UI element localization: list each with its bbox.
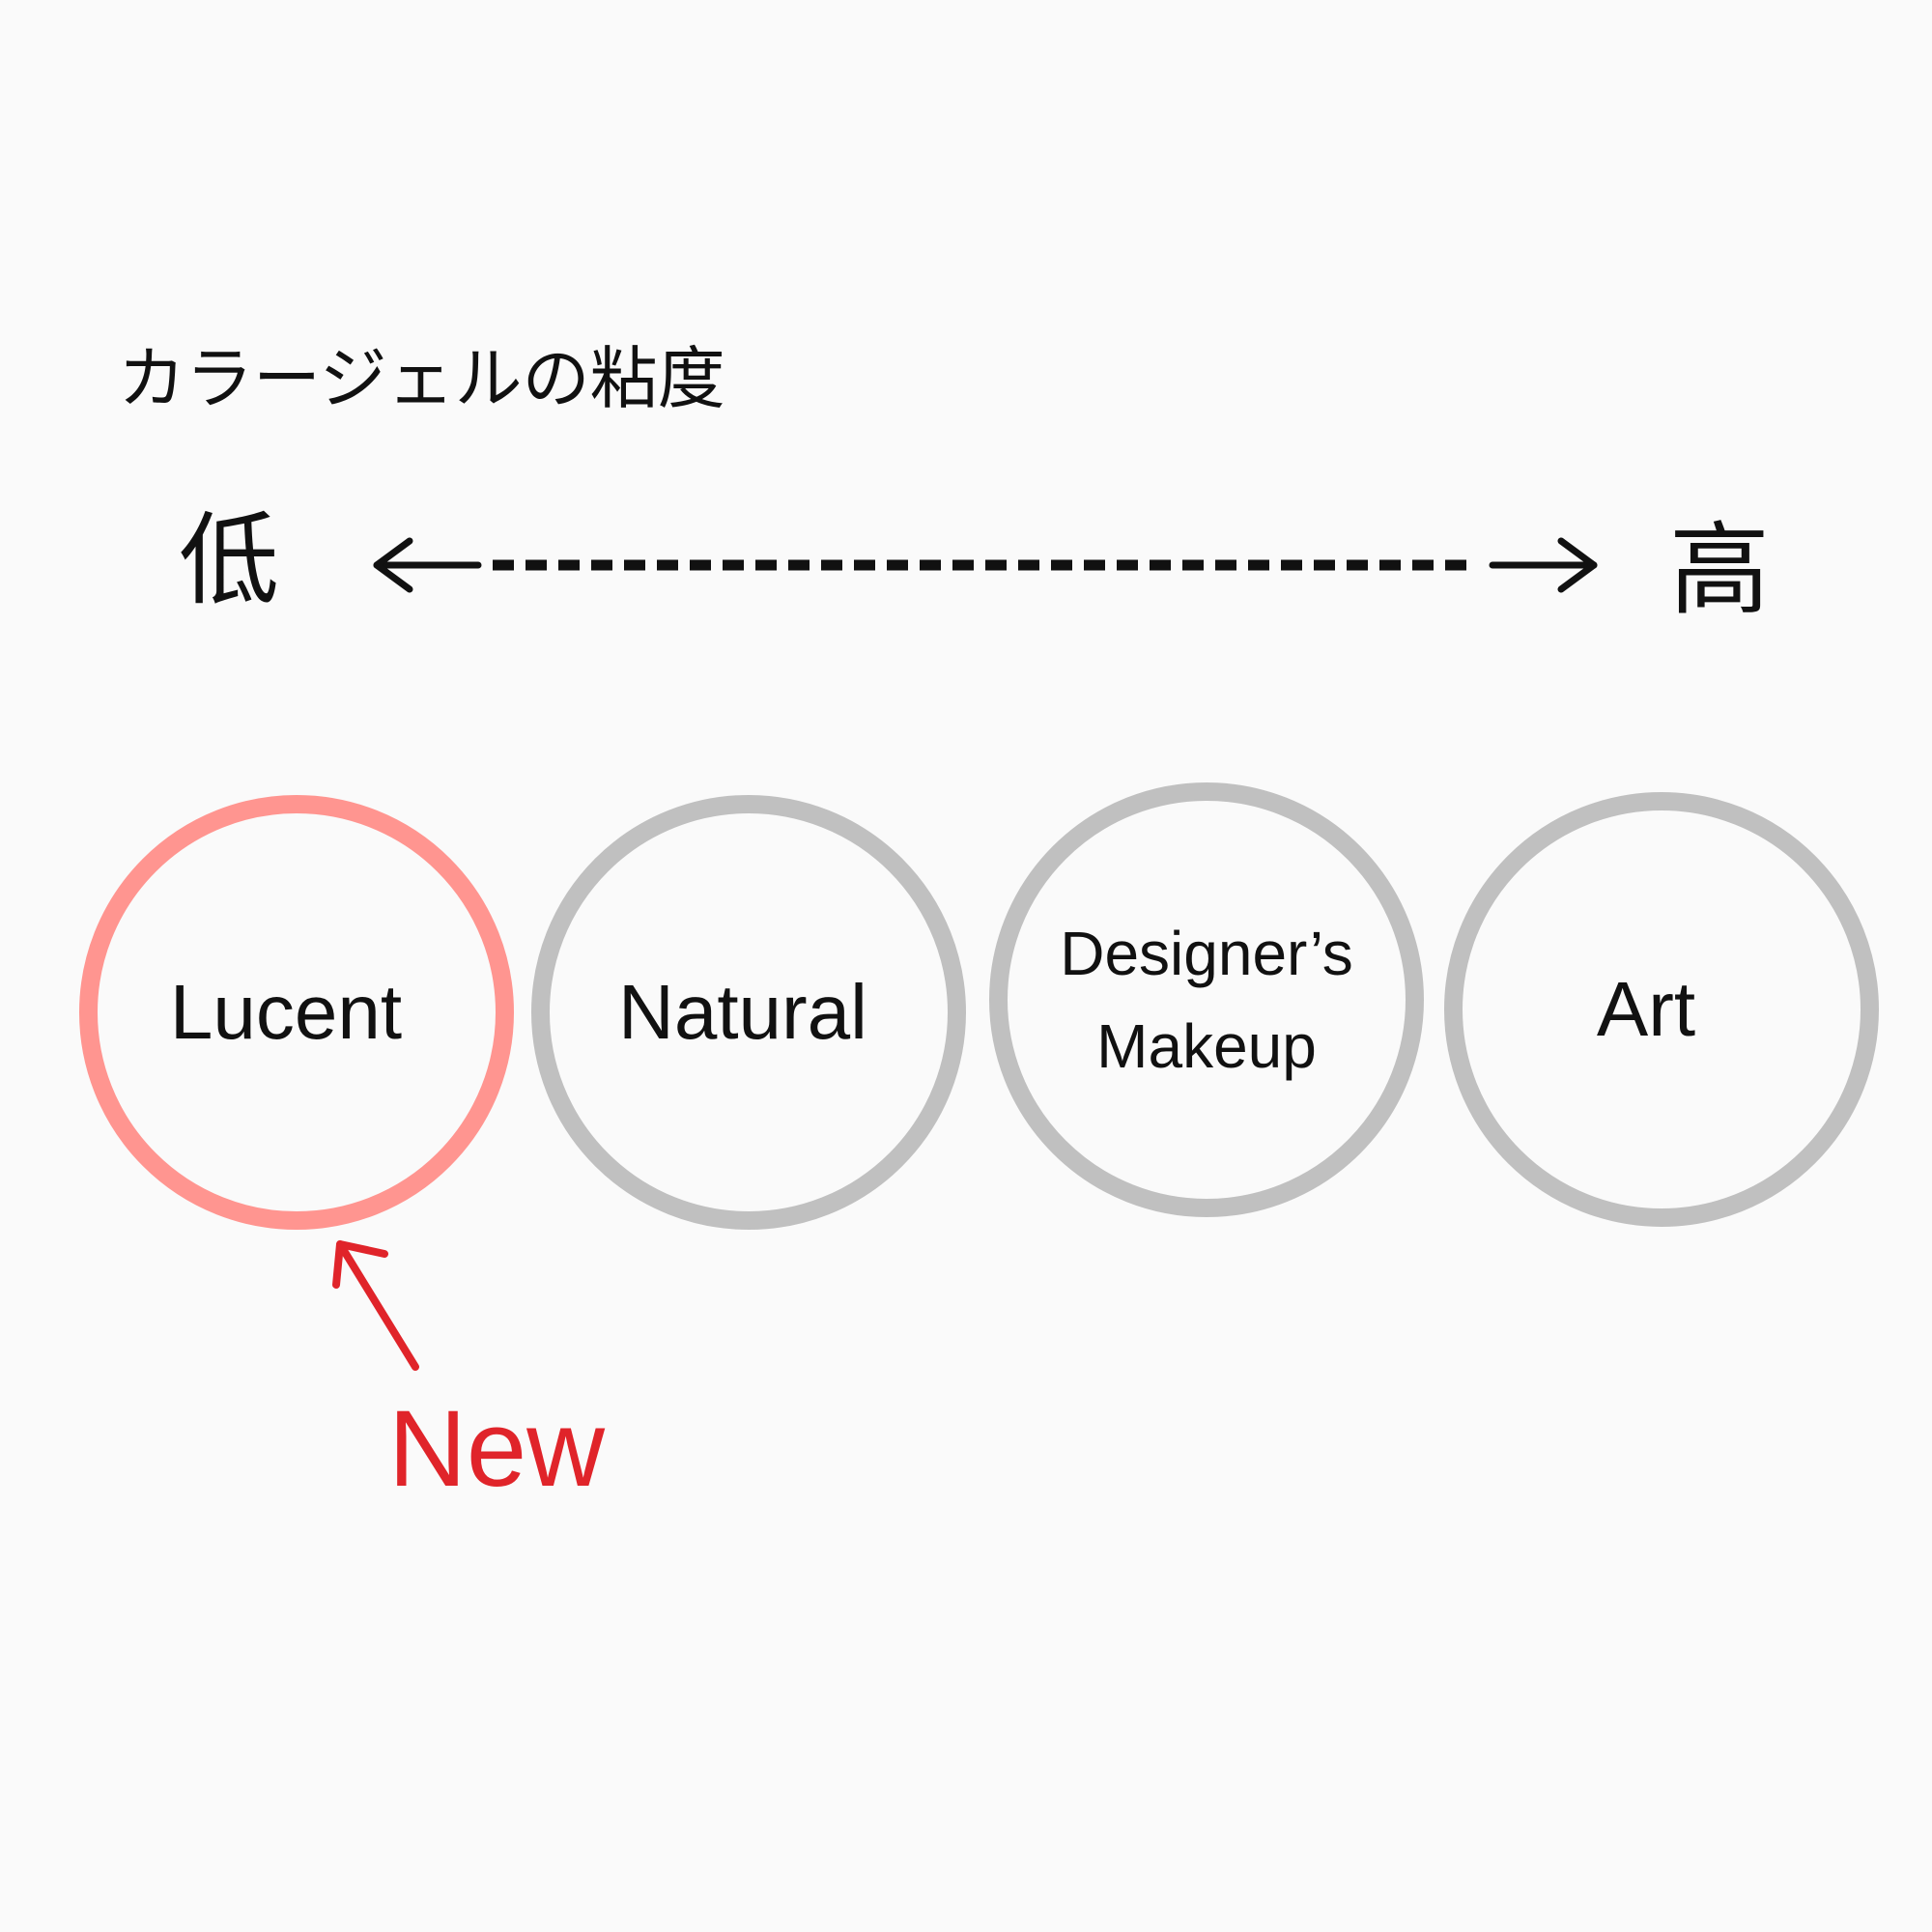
product-label: Natural [618, 969, 867, 1055]
new-pointer-arrow-icon [332, 1240, 419, 1371]
scale-high-label: 高 [1669, 511, 1771, 629]
double-arrow-icon [373, 537, 1598, 593]
product-label-line: Makeup [1096, 1011, 1317, 1081]
product-label: Art [1596, 966, 1696, 1052]
product-circle-art: Art [1444, 792, 1879, 1227]
diagram-title: カラージェルの粘度 [118, 339, 725, 418]
product-circle-natural: Natural [531, 795, 966, 1230]
product-label: Designer’s Makeup [1060, 907, 1353, 1093]
new-badge: New [388, 1388, 606, 1509]
product-label: Lucent [169, 969, 403, 1055]
product-label-line: Designer’s [1060, 919, 1353, 988]
product-circle-lucent: Lucent [79, 795, 514, 1230]
product-circle-designers-makeup: Designer’s Makeup [989, 782, 1424, 1217]
scale-low-label: 低 [179, 501, 280, 619]
